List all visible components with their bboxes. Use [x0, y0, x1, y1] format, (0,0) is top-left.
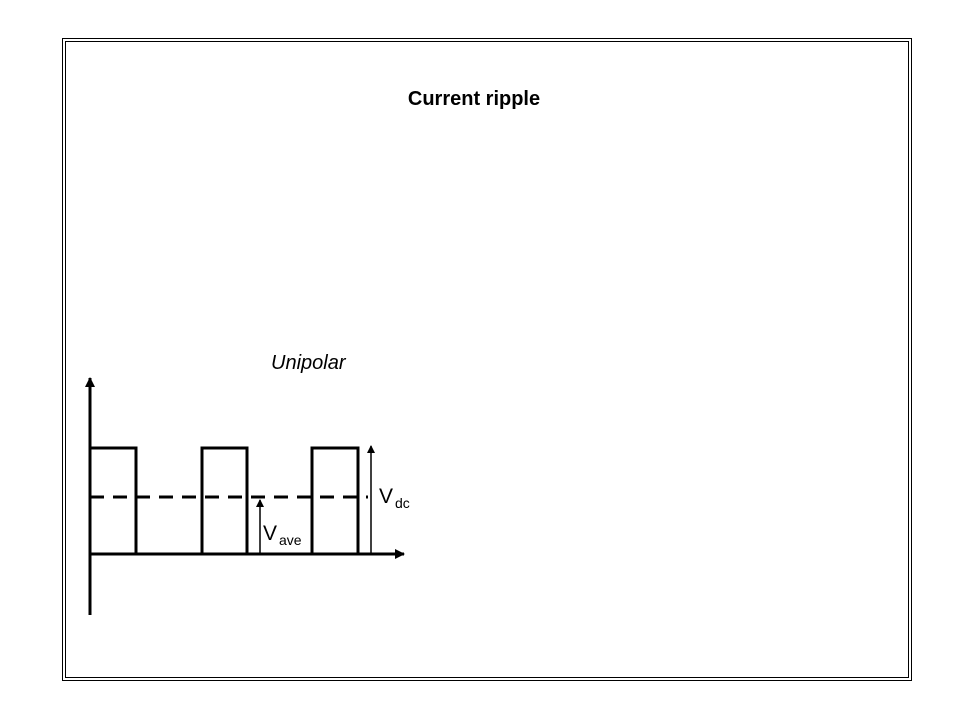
slide-frame-inner: [65, 41, 909, 678]
slide-frame-outer: [62, 38, 912, 681]
pulse-waveform: [90, 446, 360, 556]
slide-title: Current ripple: [407, 88, 541, 110]
vdc-label-sub: dc: [395, 495, 410, 511]
waveform-caption: Unipolar: [271, 352, 346, 374]
vave-label-main: V: [263, 522, 278, 545]
vdc-label-main: V: [379, 485, 394, 508]
vave-label-sub: ave: [279, 532, 302, 548]
